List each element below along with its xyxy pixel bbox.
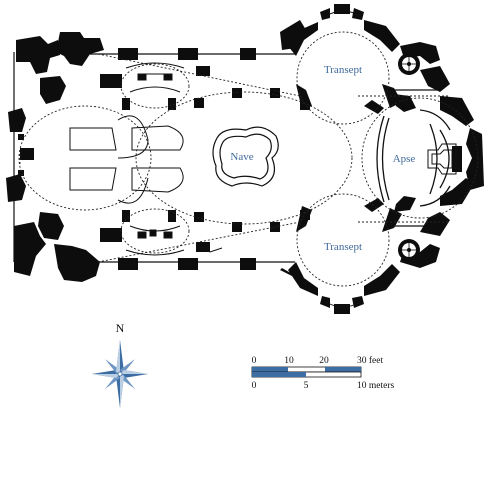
apse-altar — [427, 143, 457, 175]
scale-bar: 0 10 20 30 feet 0 5 10 meters — [251, 355, 395, 391]
north-label: N — [116, 321, 125, 335]
scale-feet-30: 30 feet — [357, 355, 383, 366]
south-wall-piers — [100, 210, 310, 290]
scale-meters-10: 10 meters — [357, 381, 395, 391]
apse-label: Apse — [393, 153, 416, 165]
vault-outlines — [18, 31, 479, 287]
transept-entrances — [195, 10, 361, 308]
scale-feet-20: 20 — [319, 356, 329, 366]
scale-meters-5: 5 — [304, 381, 309, 391]
west-facade-walls — [6, 32, 104, 282]
scale-feet-10: 10 — [284, 356, 294, 366]
scale-meters-0: 0 — [252, 381, 257, 391]
north-transept-walls — [288, 4, 402, 110]
apse-curved-walls — [376, 109, 451, 207]
church-floor-plan: Nave Transept Transept Apse — [6, 4, 484, 314]
compass-rose-icon: N — [92, 321, 148, 408]
scale-feet-0: 0 — [252, 356, 257, 366]
nave-central-structure — [212, 126, 279, 187]
south-side-chapel — [125, 225, 185, 256]
spiral-stair-north — [398, 53, 420, 75]
transept-north-label: Transept — [324, 64, 362, 76]
transept-south-label: Transept — [324, 241, 362, 253]
north-side-chapel — [125, 62, 185, 93]
west-chapel-furnishings — [69, 115, 184, 204]
outer-wall-lines — [13, 52, 440, 263]
south-transept-walls — [288, 206, 402, 314]
nave-label: Nave — [230, 151, 253, 163]
east-apse-walls — [364, 42, 484, 268]
spiral-stair-south — [398, 239, 420, 261]
